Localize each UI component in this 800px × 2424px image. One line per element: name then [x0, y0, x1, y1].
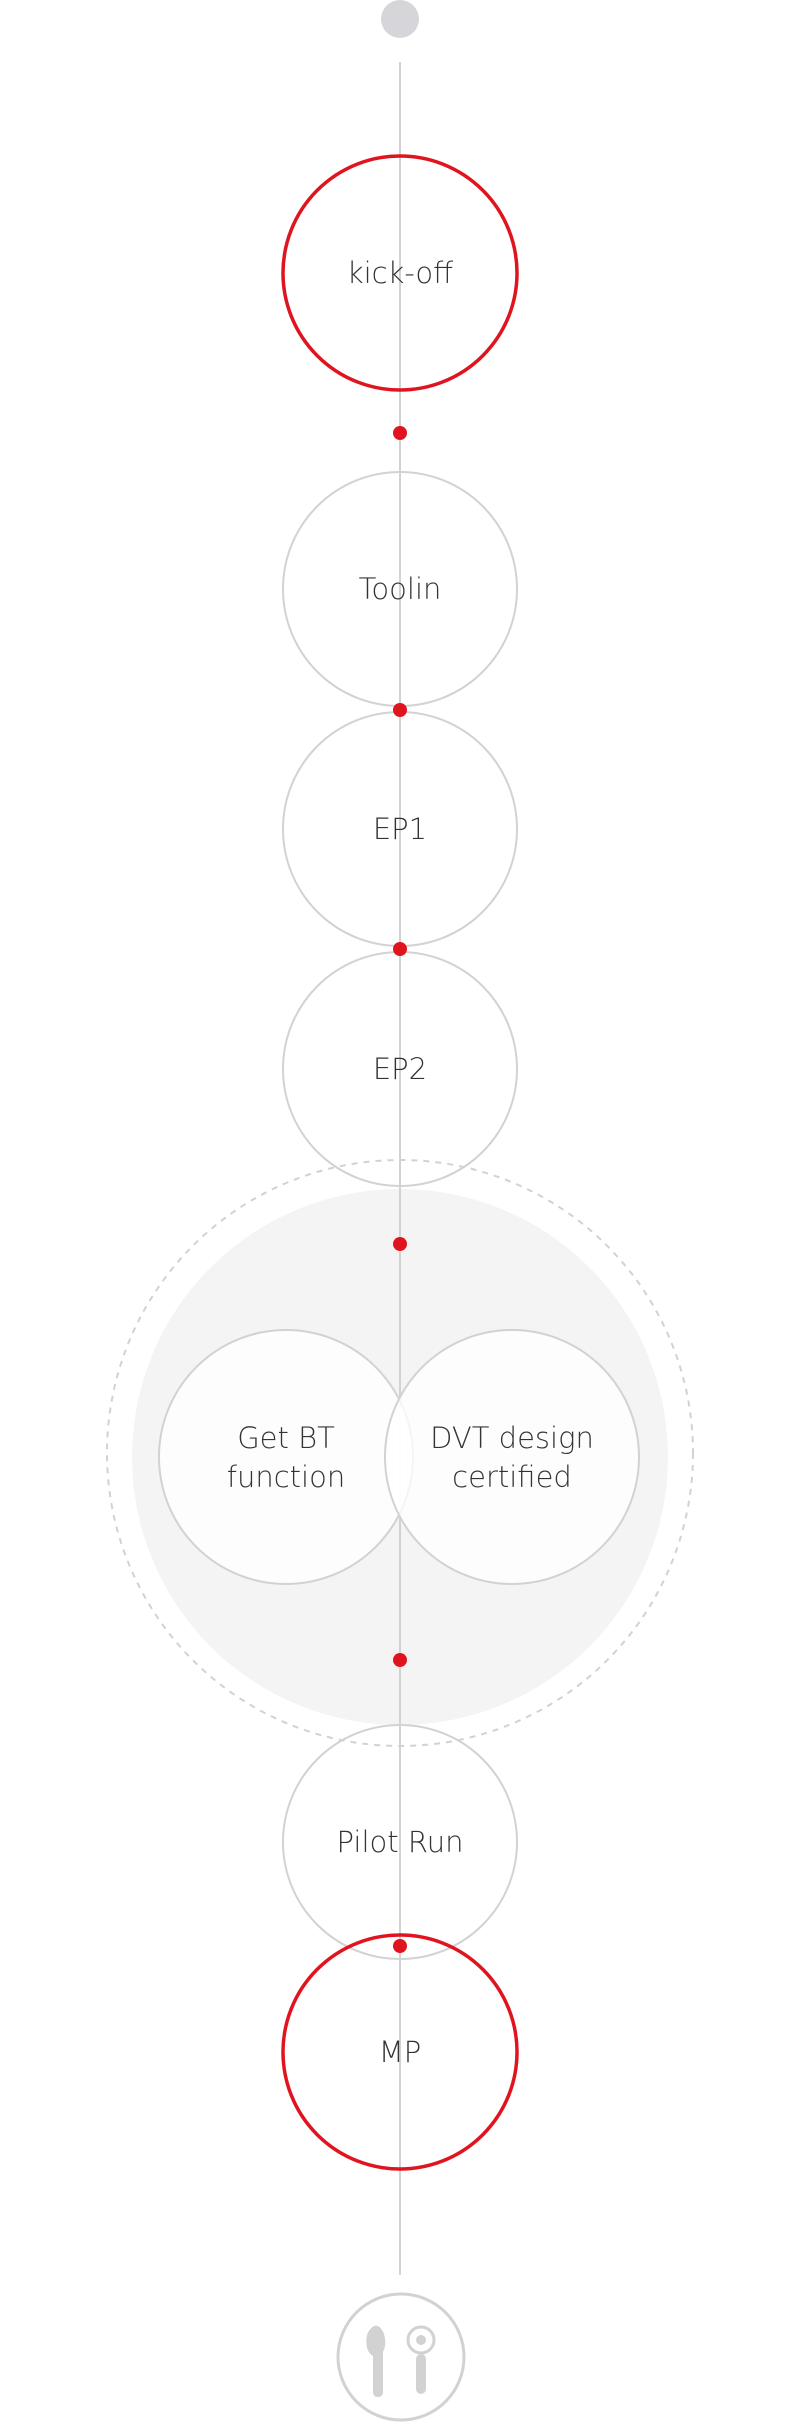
connector-dot [393, 1237, 407, 1251]
connector-dot [393, 1939, 407, 1953]
timeline-start-dot [381, 0, 419, 38]
stage-kick-off[interactable]: kick-off [281, 154, 519, 392]
stage-circle[interactable] [281, 154, 519, 392]
stage-circle[interactable] [281, 1933, 519, 2171]
earphones-icon [336, 2292, 466, 2422]
stage-toolin[interactable]: Toolin [282, 471, 518, 707]
stage-label: MP [379, 2035, 422, 2069]
stage-mp[interactable]: MP [281, 1933, 519, 2171]
connector-dot [393, 1653, 407, 1667]
stage-label: EP1 [373, 812, 427, 846]
stage-label: EP2 [373, 1052, 427, 1086]
stage-pilot-run[interactable]: Pilot Run [282, 1724, 518, 1960]
parallel-group: Get BT function DVT design certified [106, 1159, 694, 1747]
stage-label: Toolin [359, 572, 442, 606]
parallel-left-line2: function [227, 1460, 345, 1494]
stage-label: Pilot Run [337, 1825, 464, 1859]
parallel-node-left[interactable] [158, 1329, 414, 1585]
stage-label: kick-off [347, 256, 453, 290]
connector-dot [393, 942, 407, 956]
connector-dot [393, 426, 407, 440]
stage-circle[interactable] [282, 1724, 518, 1960]
parallel-left-line1: Get BT [237, 1421, 335, 1455]
parallel-group-outline [106, 1159, 694, 1747]
connector-dot [393, 703, 407, 717]
parallel-node-right[interactable] [384, 1329, 640, 1585]
parallel-right-line1: DVT design [430, 1421, 594, 1455]
parallel-right-line2: certified [452, 1460, 572, 1494]
